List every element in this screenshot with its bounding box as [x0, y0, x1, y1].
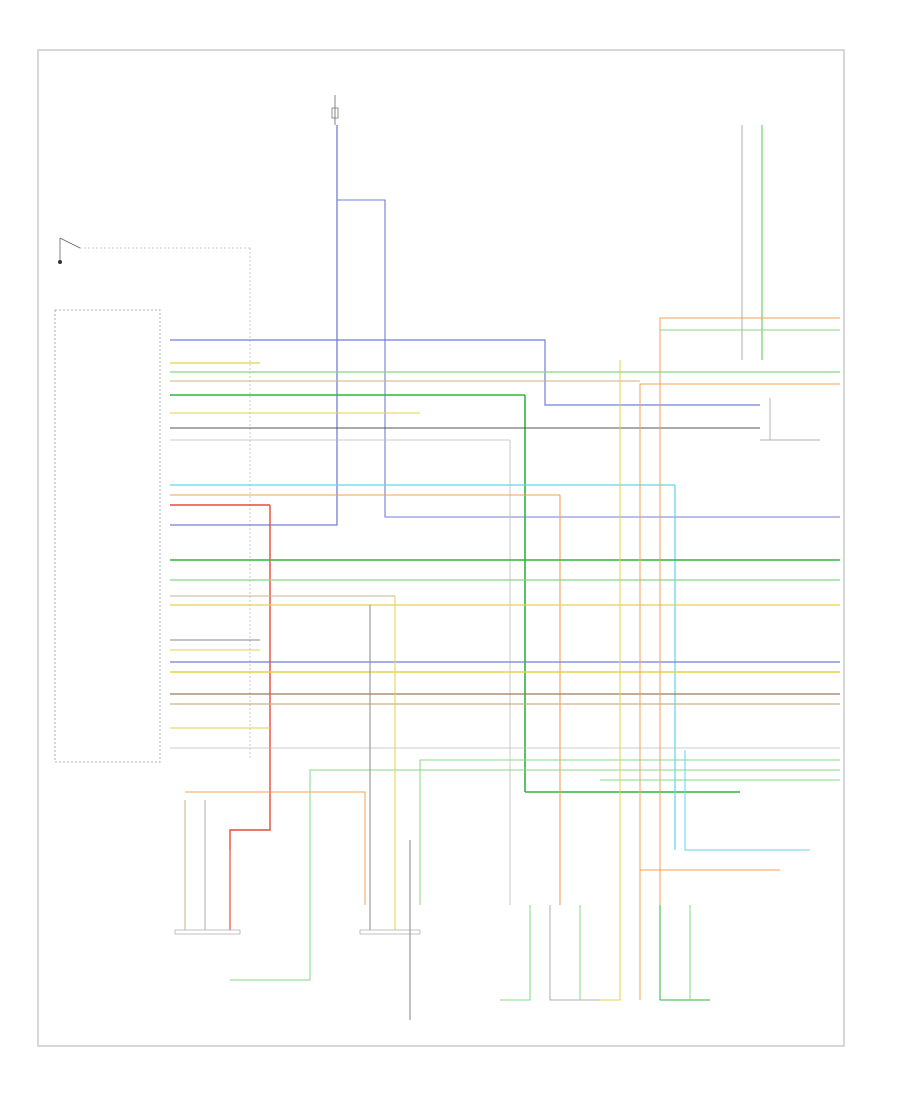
ecm-wire-bundle — [170, 362, 840, 905]
right-vertical-wires — [230, 317, 840, 981]
right-mid-component — [760, 398, 820, 441]
diagram-frame — [37, 49, 845, 1047]
fuel-injectors — [500, 905, 710, 1001]
bottom-left-module — [174, 791, 366, 935]
ecm-module — [54, 309, 161, 763]
top-right-component — [741, 125, 763, 360]
ground-switch — [58, 237, 251, 760]
bottom-mid-module — [359, 596, 421, 1020]
wire-blue-main — [170, 125, 840, 526]
top-fuse — [331, 95, 339, 125]
